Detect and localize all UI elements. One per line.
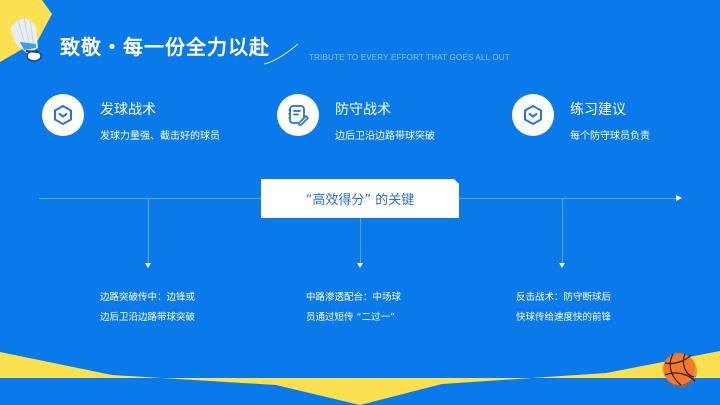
badminton-shuttlecock-icon	[10, 17, 42, 62]
hexagon-icon	[524, 105, 542, 125]
timeline-branch-line	[148, 198, 149, 264]
page-title: 致敬・每一份全力以赴	[60, 35, 270, 59]
note-line: 边后卫沿边路带球突破	[100, 312, 196, 323]
note-line: 边路突破传中：边锋或	[100, 292, 196, 303]
note-wing-cross: 边路突破传中：边锋或 边后卫沿边路带球突破	[100, 288, 195, 328]
feature-desc: 边后卫沿边路带球突破	[335, 131, 435, 142]
feature-desc: 发球力量强、截击好的球员	[100, 131, 220, 142]
key-label-box: “高效得分” 的关键	[261, 179, 459, 218]
timeline-branch-line	[562, 198, 563, 264]
note-central-penetration: 中路渗透配合：中场球 员通过短传 “二过一”	[306, 288, 401, 328]
feature-icon-circle	[42, 94, 84, 136]
arrow-right-icon	[676, 195, 682, 201]
basketball-icon	[663, 353, 697, 388]
arrow-down-icon	[357, 263, 363, 268]
note-line: 快球传给速度快的前锋	[516, 312, 612, 323]
feature-title: 防守战术	[335, 102, 391, 118]
feature-icon-circle	[512, 94, 554, 136]
arrow-down-icon	[559, 263, 565, 268]
swoosh-decoration	[263, 43, 299, 65]
note-line: 中路渗透配合：中场球	[306, 292, 402, 303]
note-line: 员通过短传 “二过一”	[306, 312, 395, 323]
feature-icon-circle	[277, 94, 319, 136]
note-counter-attack: 反击战术：防守断球后 快球传给速度快的前锋	[516, 288, 611, 328]
timeline-branch-line	[360, 198, 361, 264]
note-line: 反击战术：防守断球后	[516, 292, 612, 303]
feature-desc: 每个防守球员负责	[570, 131, 650, 142]
hexagon-icon	[54, 105, 72, 125]
arrow-down-icon	[145, 263, 151, 268]
key-label-text: “高效得分” 的关键	[305, 193, 415, 208]
feature-title: 发球战术	[100, 102, 156, 118]
notepad-edit-icon	[288, 105, 309, 126]
page-subtitle: TRIBUTE TO EVERY EFFORT THAT GOES ALL OU…	[309, 53, 510, 62]
feature-title: 练习建议	[570, 102, 626, 118]
